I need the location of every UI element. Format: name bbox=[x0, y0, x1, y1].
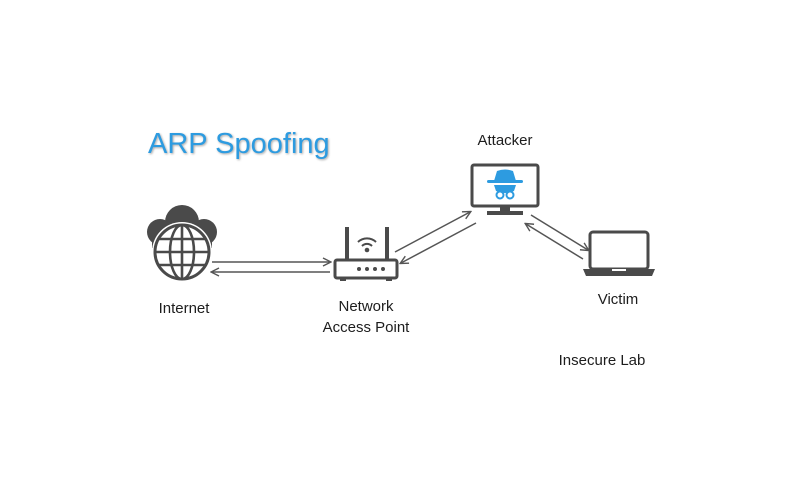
attacker-label: Attacker bbox=[477, 132, 533, 149]
victim-label: Victim bbox=[597, 291, 639, 308]
arrow-ap-to-attacker bbox=[394, 212, 470, 253]
access-point-label: Network Access Point bbox=[300, 296, 432, 338]
arrow-attacker-to-victim bbox=[530, 214, 588, 250]
access-point-label-line1: Network bbox=[338, 298, 394, 315]
arrow-victim-to-attacker bbox=[526, 224, 584, 260]
router-icon bbox=[333, 227, 399, 281]
access-point-label-line2: Access Point bbox=[322, 319, 410, 336]
globe-cloud-icon bbox=[147, 205, 217, 282]
internet-label: Internet bbox=[158, 300, 210, 317]
footer-label: Insecure Lab bbox=[558, 352, 646, 369]
diagram-title: ARP Spoofing bbox=[148, 128, 330, 160]
arrow-attacker-to-ap bbox=[401, 222, 477, 263]
laptop-icon bbox=[583, 230, 655, 276]
monitor-spy-icon bbox=[470, 163, 540, 215]
